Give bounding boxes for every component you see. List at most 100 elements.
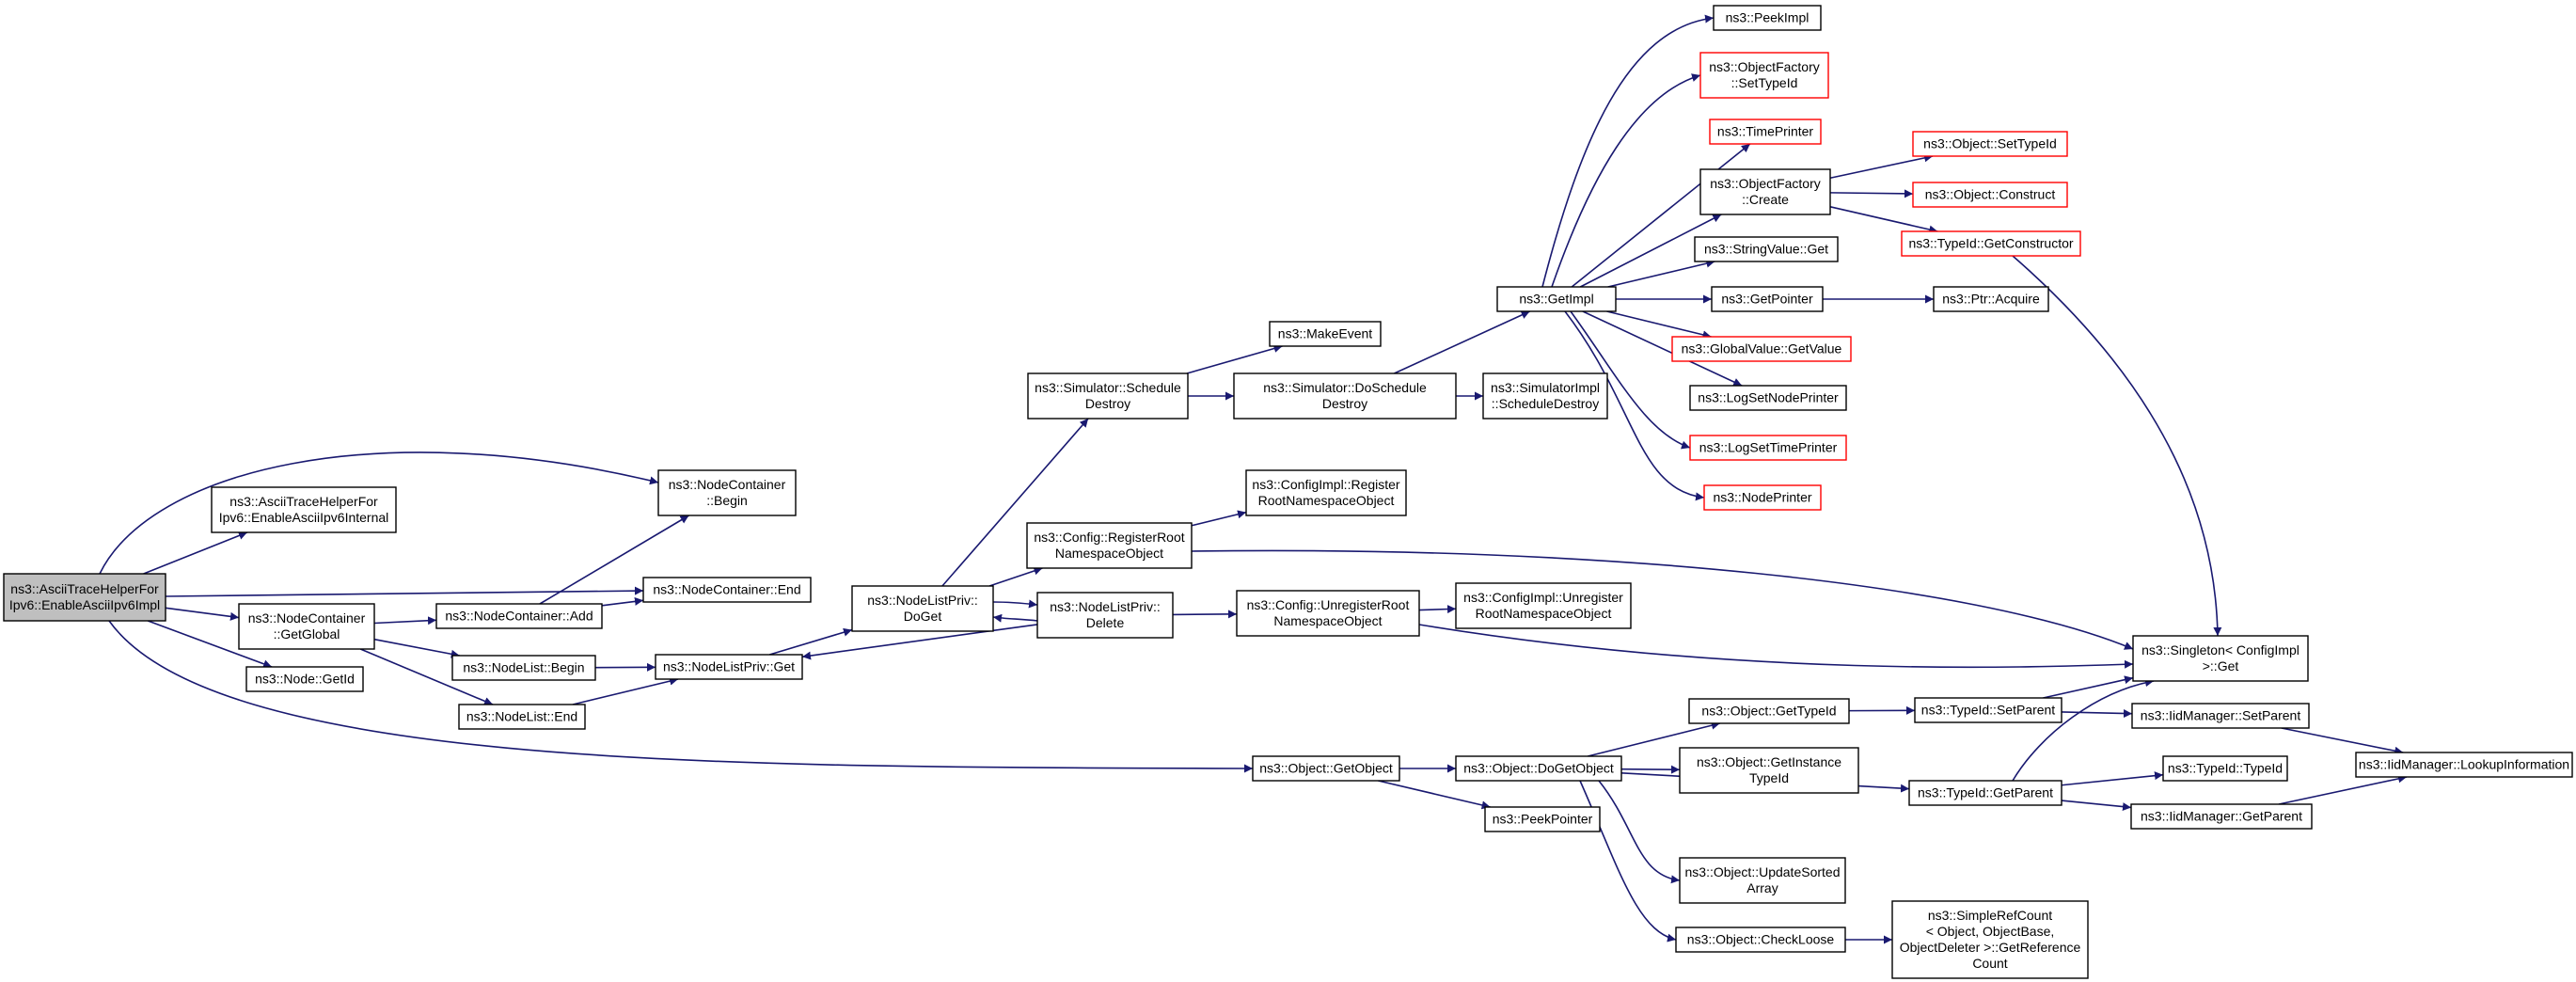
node-box[interactable] xyxy=(1912,131,2068,157)
node-box[interactable] xyxy=(1694,236,1839,262)
node-box[interactable] xyxy=(1933,286,2049,312)
node-tidSetParent[interactable]: ns3::TypeId::SetParent xyxy=(1914,697,2062,723)
node-box[interactable] xyxy=(458,704,586,730)
node-logSetTimePrinter[interactable]: ns3::LogSetTimePrinter xyxy=(1689,435,1847,461)
node-objConstruct[interactable]: ns3::Object::Construct xyxy=(1912,182,2068,208)
node-tidGetParent[interactable]: ns3::TypeId::GetParent xyxy=(1908,780,2062,806)
node-cfgImplRegister[interactable]: ns3::ConfigImpl::RegisterRootNamespaceOb… xyxy=(1245,469,1407,516)
node-timePrinter[interactable]: ns3::TimePrinter xyxy=(1709,119,1822,145)
node-objGetObject[interactable]: ns3::Object::GetObject xyxy=(1252,755,1400,782)
node-nodeGetId[interactable]: ns3::Node::GetId xyxy=(245,666,364,692)
node-box[interactable] xyxy=(1482,372,1608,420)
node-getPointer[interactable]: ns3::GetPointer xyxy=(1711,286,1824,312)
node-ofSetTypeId[interactable]: ns3::ObjectFactory::SetTypeId xyxy=(1699,52,1829,99)
node-box[interactable] xyxy=(238,603,375,650)
node-box[interactable] xyxy=(1245,469,1407,516)
node-box[interactable] xyxy=(211,486,397,533)
node-simpleRefCount[interactable]: ns3::SimpleRefCount< Object, ObjectBase,… xyxy=(1891,900,2089,979)
node-box[interactable] xyxy=(1689,435,1847,461)
node-box[interactable] xyxy=(3,573,166,622)
node-box[interactable] xyxy=(1233,372,1457,420)
node-iidLookupInformation[interactable]: ns3::IidManager::LookupInformation xyxy=(2355,752,2573,778)
node-root[interactable]: ns3::AsciiTraceHelperForIpv6::EnableAsci… xyxy=(3,573,166,622)
node-box[interactable] xyxy=(1036,592,1174,639)
node-simImplScheduleDestroy[interactable]: ns3::SimulatorImpl::ScheduleDestroy xyxy=(1482,372,1608,420)
node-box[interactable] xyxy=(1675,927,1846,953)
node-objGetTypeId[interactable]: ns3::Object::GetTypeId xyxy=(1688,698,1850,724)
node-box[interactable] xyxy=(655,654,803,680)
node-box[interactable] xyxy=(1709,119,1822,145)
node-ncAdd[interactable]: ns3::NodeContainer::Add xyxy=(435,603,603,629)
node-box[interactable] xyxy=(1252,755,1400,782)
node-box[interactable] xyxy=(1455,755,1622,782)
node-nlpDelete[interactable]: ns3::NodeListPriv::Delete xyxy=(1036,592,1174,639)
node-ncBegin[interactable]: ns3::NodeContainer::Begin xyxy=(657,469,797,516)
node-box[interactable] xyxy=(2162,755,2288,782)
node-box[interactable] xyxy=(1713,5,1822,31)
node-box[interactable] xyxy=(1908,780,2062,806)
node-tidGetConstructor[interactable]: ns3::TypeId::GetConstructor xyxy=(1901,230,2081,257)
node-objCheckLoose[interactable]: ns3::Object::CheckLoose xyxy=(1675,927,1846,953)
node-box[interactable] xyxy=(1679,857,1846,904)
node-nlBegin[interactable]: ns3::NodeList::Begin xyxy=(451,655,596,681)
node-box[interactable] xyxy=(1496,286,1617,312)
node-iidSetParent[interactable]: ns3::IidManager::SetParent xyxy=(2131,703,2310,729)
node-box[interactable] xyxy=(1027,372,1189,420)
node-box[interactable] xyxy=(642,577,812,603)
node-box[interactable] xyxy=(1688,698,1850,724)
node-logSetNodePrinter[interactable]: ns3::LogSetNodePrinter xyxy=(1689,385,1847,411)
node-strValGet[interactable]: ns3::StringValue::Get xyxy=(1694,236,1839,262)
node-box[interactable] xyxy=(435,603,603,629)
node-box[interactable] xyxy=(1703,484,1822,511)
node-box[interactable] xyxy=(2132,635,2309,682)
node-box[interactable] xyxy=(1891,900,2089,979)
node-box[interactable] xyxy=(2355,752,2573,778)
node-box[interactable] xyxy=(1269,321,1382,347)
node-nlEnd[interactable]: ns3::NodeList::End xyxy=(458,704,586,730)
node-nlpDoGet[interactable]: ns3::NodeListPriv::DoGet xyxy=(851,585,994,632)
node-ncEnd[interactable]: ns3::NodeContainer::End xyxy=(642,577,812,603)
node-enableInternal[interactable]: ns3::AsciiTraceHelperForIpv6::EnableAsci… xyxy=(211,486,397,533)
node-box[interactable] xyxy=(1711,286,1824,312)
node-cfgUnregisterRoot[interactable]: ns3::Config::UnregisterRootNamespaceObje… xyxy=(1236,590,1420,637)
node-box[interactable] xyxy=(851,585,994,632)
node-simScheduleDestroy[interactable]: ns3::Simulator::ScheduleDestroy xyxy=(1027,372,1189,420)
node-iidGetParent[interactable]: ns3::IidManager::GetParent xyxy=(2130,803,2313,830)
node-box[interactable] xyxy=(1484,806,1601,832)
node-gvGetValue[interactable]: ns3::GlobalValue::GetValue xyxy=(1671,336,1852,362)
node-box[interactable] xyxy=(245,666,364,692)
node-box[interactable] xyxy=(1679,747,1859,794)
node-box[interactable] xyxy=(1455,582,1632,629)
node-tidTypeId[interactable]: ns3::TypeId::TypeId xyxy=(2162,755,2288,782)
node-box[interactable] xyxy=(1236,590,1420,637)
node-box[interactable] xyxy=(1699,52,1829,99)
node-nlpGet[interactable]: ns3::NodeListPriv::Get xyxy=(655,654,803,680)
node-box[interactable] xyxy=(1901,230,2081,257)
node-cfgImplUnregister[interactable]: ns3::ConfigImpl::UnregisterRootNamespace… xyxy=(1455,582,1632,629)
node-objSetTypeId[interactable]: ns3::Object::SetTypeId xyxy=(1912,131,2068,157)
node-box[interactable] xyxy=(1026,522,1193,569)
node-ptrAcquire[interactable]: ns3::Ptr::Acquire xyxy=(1933,286,2049,312)
node-box[interactable] xyxy=(1689,385,1847,411)
node-box[interactable] xyxy=(1914,697,2062,723)
node-objDoGetObject[interactable]: ns3::Object::DoGetObject xyxy=(1455,755,1622,782)
node-nodePrinter[interactable]: ns3::NodePrinter xyxy=(1703,484,1822,511)
node-box[interactable] xyxy=(2131,703,2310,729)
node-makeEvent[interactable]: ns3::MakeEvent xyxy=(1269,321,1382,347)
node-box[interactable] xyxy=(2130,803,2313,830)
node-box[interactable] xyxy=(1912,182,2068,208)
node-box[interactable] xyxy=(1671,336,1852,362)
node-box[interactable] xyxy=(657,469,797,516)
node-ofCreate[interactable]: ns3::ObjectFactory::Create xyxy=(1699,168,1831,215)
node-peekPointer[interactable]: ns3::PeekPointer xyxy=(1484,806,1601,832)
node-peekImpl[interactable]: ns3::PeekImpl xyxy=(1713,5,1822,31)
node-ncGetGlobal[interactable]: ns3::NodeContainer::GetGlobal xyxy=(238,603,375,650)
node-box[interactable] xyxy=(451,655,596,681)
node-singletonGet[interactable]: ns3::Singleton< ConfigImpl >::Get xyxy=(2132,635,2309,682)
node-box[interactable] xyxy=(1699,168,1831,215)
node-getImpl[interactable]: ns3::GetImpl xyxy=(1496,286,1617,312)
